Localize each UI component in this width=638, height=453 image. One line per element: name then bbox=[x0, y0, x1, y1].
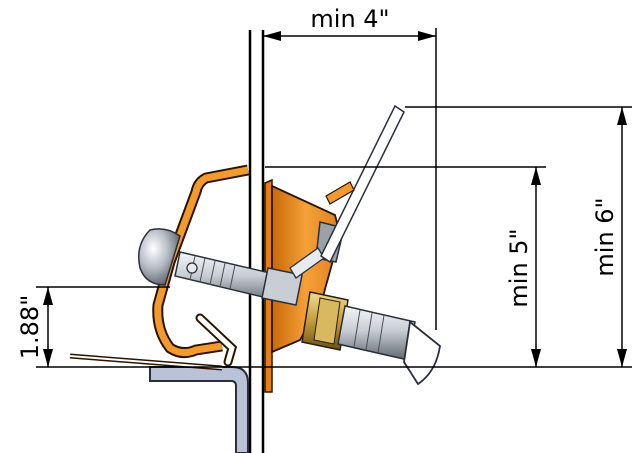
angle-bracket-icon bbox=[149, 366, 249, 453]
lever-arm-icon bbox=[320, 104, 405, 264]
guard-bracket-icon bbox=[69, 164, 250, 371]
dimension-label-1-88: 1.88" bbox=[16, 295, 44, 359]
dimension-lines bbox=[36, 28, 632, 368]
dimension-arrows bbox=[43, 31, 627, 367]
dimension-label-min-5: min 5" bbox=[505, 228, 533, 307]
dome-cap-icon bbox=[138, 228, 181, 286]
valve-body bbox=[301, 291, 441, 386]
dimension-label-min-4: min 4" bbox=[310, 5, 389, 33]
dimension-label-min-6: min 6" bbox=[591, 197, 619, 276]
threaded-rod-icon bbox=[174, 251, 303, 306]
tank-wall-icon bbox=[248, 30, 265, 453]
